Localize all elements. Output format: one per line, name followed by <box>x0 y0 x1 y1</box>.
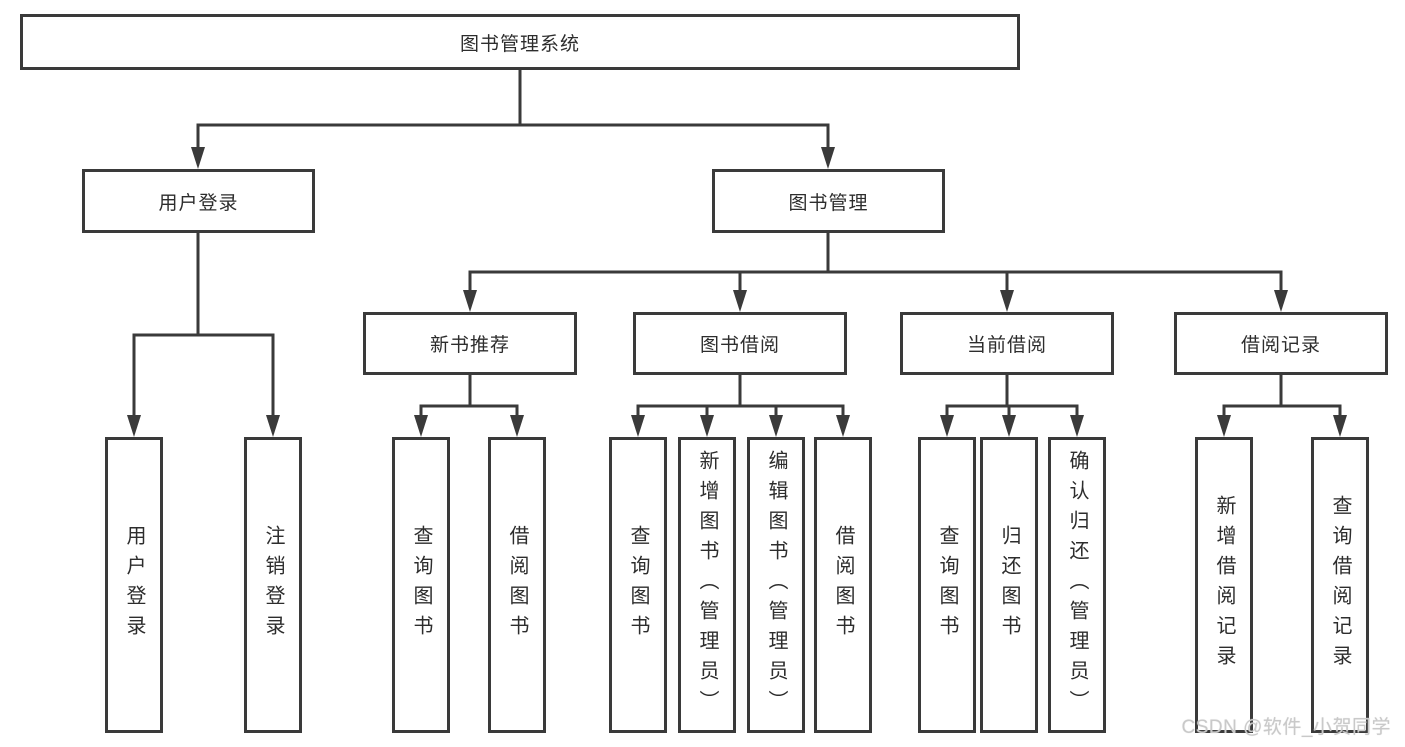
leaf-label: 借阅图书 <box>832 525 854 645</box>
leaf-query-books-borrowing: 查询图书 <box>609 437 667 733</box>
leaf-add-borrow-record: 新增借阅记录 <box>1195 437 1253 733</box>
leaf-query-books-current: 查询图书 <box>918 437 976 733</box>
leaf-label: 确认归还（管理员） <box>1066 450 1088 720</box>
leaf-label: 注销登录 <box>262 525 284 645</box>
node-label: 图书管理 <box>788 192 869 214</box>
leaf-logout: 注销登录 <box>244 437 302 733</box>
leaf-borrow-books-recommend: 借阅图书 <box>488 437 546 733</box>
node-book-borrowing: 图书借阅 <box>633 312 847 375</box>
node-new-book-recommendation: 新书推荐 <box>363 312 577 375</box>
leaf-label: 新增图书（管理员） <box>696 450 718 720</box>
leaf-label: 查询图书 <box>627 525 649 645</box>
node-label: 当前借阅 <box>966 335 1047 356</box>
node-label: 用户登录 <box>158 192 239 214</box>
node-label: 新书推荐 <box>429 335 510 356</box>
leaf-label: 借阅图书 <box>506 525 528 645</box>
node-book-management-module: 图书管理 <box>712 169 945 233</box>
leaf-query-books-recommend: 查询图书 <box>392 437 450 733</box>
leaf-label: 查询借阅记录 <box>1329 495 1351 675</box>
leaf-borrow-books: 借阅图书 <box>814 437 872 733</box>
node-current-borrowing: 当前借阅 <box>900 312 1114 375</box>
node-borrowing-records: 借阅记录 <box>1174 312 1388 375</box>
node-root-label: 图书管理系统 <box>459 33 580 55</box>
node-label: 借阅记录 <box>1240 335 1321 356</box>
leaf-label: 查询图书 <box>410 525 432 645</box>
leaf-user-login: 用户登录 <box>105 437 163 733</box>
leaf-label: 编辑图书（管理员） <box>765 450 787 720</box>
csdn-watermark: CSDN @软件_小贺同学 <box>1181 717 1391 738</box>
leaf-label: 用户登录 <box>123 525 145 645</box>
leaf-query-borrow-record: 查询借阅记录 <box>1311 437 1369 733</box>
leaf-label: 归还图书 <box>998 525 1020 645</box>
leaf-edit-books-admin: 编辑图书（管理员） <box>747 437 805 733</box>
node-root-library-management-system: 图书管理系统 <box>20 14 1020 70</box>
leaf-return-books: 归还图书 <box>980 437 1038 733</box>
leaf-label: 新增借阅记录 <box>1213 495 1235 675</box>
leaf-add-books-admin: 新增图书（管理员） <box>678 437 736 733</box>
node-user-login-module: 用户登录 <box>82 169 315 233</box>
node-label: 图书借阅 <box>699 335 780 356</box>
leaf-label: 查询图书 <box>936 525 958 645</box>
leaf-confirm-return-admin: 确认归还（管理员） <box>1048 437 1106 733</box>
